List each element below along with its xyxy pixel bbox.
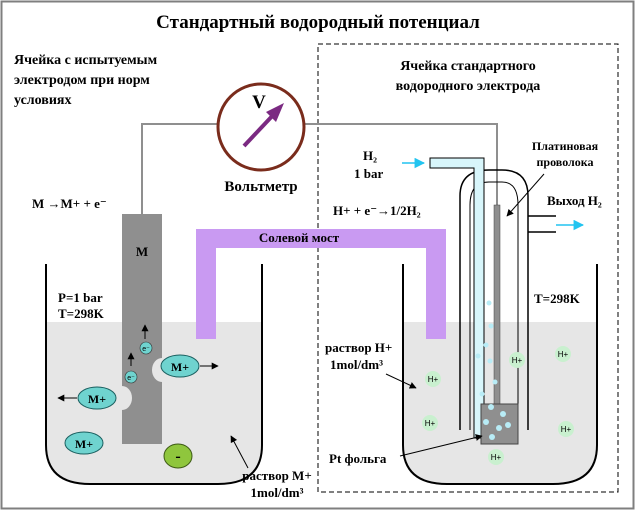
left-solution-label-line-2: 1mol/dm³ [250,485,303,500]
needle-arrowhead-icon [266,103,284,122]
electron-particle [124,370,138,384]
diagram-title: Стандартный водородный потенциал [156,12,480,33]
electron-label: e⁻ [127,375,135,382]
right-cell-heading-line-2: водородного электрода [396,79,541,94]
bubble [488,404,494,410]
platinum-wire [493,204,501,426]
right-beaker-wall [402,264,598,485]
hydrogen-ions: H+ H+ H+ H+ H+ H+ [422,346,574,465]
platinum-wire-label-line-2: проволока [537,155,594,169]
electrode-label: M [136,244,148,259]
electrode-glass-inner [469,181,519,430]
bubble [489,434,495,440]
voltmeter: V [216,82,306,172]
hydrogen-ion-label: H+ [512,356,523,365]
bubble [483,342,489,348]
salt-bridge-label: Солевой мост [259,230,340,245]
h2-inlet-label: H₂ [363,148,377,163]
foil-label: Pt фольга [329,451,387,466]
left-cell-heading-line-2: электродом при норм [14,73,150,88]
bubble [496,425,502,431]
bubble [479,391,485,397]
hydrogen-ion [425,371,441,387]
h2-outlet-tube [528,215,556,233]
left-solution-label-line-1: раствор M+ [242,468,311,483]
hydrogen-ion-label: H+ [428,375,439,384]
bubble [483,419,489,425]
left-reaction: M →M+ + e⁻ [32,196,107,211]
right-reaction: H+ + e⁻→1/2H₂ [333,203,421,218]
bubble [488,323,494,329]
right-solution-label-line-1: раствор H+ [325,340,392,355]
left-pressure: P=1 bar [58,290,103,305]
metal-ion-label: M+ [88,392,106,406]
hydrogen-ion [509,352,525,368]
hydrogen-ion [558,421,574,437]
right-cell-heading-line-1: Ячейка стандартного [400,59,536,74]
hydrogen-ion-label: H+ [425,419,436,428]
metal-ion [64,431,104,455]
electron-particle [139,341,153,355]
wire-left [141,123,217,214]
left-beaker-wall [45,264,263,485]
standard-cell-region [317,43,619,493]
metal-ion [160,354,200,378]
bubble [492,379,498,385]
left-solution-pointer-icon [230,435,249,469]
hydrogen-ion-label: H+ [491,453,502,462]
electron-label: e⁻ [142,346,150,353]
right-temperature: T=298K [534,291,581,306]
bubble [505,422,511,428]
electrode-glass-jacket [459,169,529,430]
wire-right [305,123,498,216]
left-cell-heading-line-1: Ячейка с испытуемым [14,53,158,68]
metal-ion-label: M+ [171,360,189,374]
voltmeter-label: Вольтметр [224,179,297,195]
salt-bridge-right-leg [426,264,446,339]
bubble [500,411,506,417]
hydrogen-ion-label: H+ [561,425,572,434]
metal-ion-label: M+ [75,437,93,451]
h2-outlet-label: Выход H₂ [547,193,602,208]
left-temperature: T=298K [58,306,105,321]
left-cell-heading-line-3: условиях [14,93,72,108]
right-solution-pointer-icon [385,373,417,389]
anion-label: - [175,448,180,465]
bubble [475,353,481,359]
voltmeter-symbol: V [252,92,266,113]
foil-pointer-icon [399,434,483,457]
hydrogen-ion [555,346,571,362]
bubble [486,300,492,306]
hydrogen-ion [488,449,504,465]
hydrogen-ion-label: H+ [558,350,569,359]
anion [163,443,193,469]
platinum-wire-label-line-1: Платиновая [532,139,599,153]
h2-pressure-label: 1 bar [354,166,383,181]
platinum-wire-pointer-icon [506,173,545,217]
metal-ion [77,386,117,410]
right-solution-label-line-2: 1mol/dm³ [330,357,383,372]
hydrogen-ion [422,415,438,431]
bubble [487,358,493,364]
hydrogen-bubbles [475,300,511,440]
voltmeter-needle [242,110,278,148]
salt-bridge [196,229,446,339]
